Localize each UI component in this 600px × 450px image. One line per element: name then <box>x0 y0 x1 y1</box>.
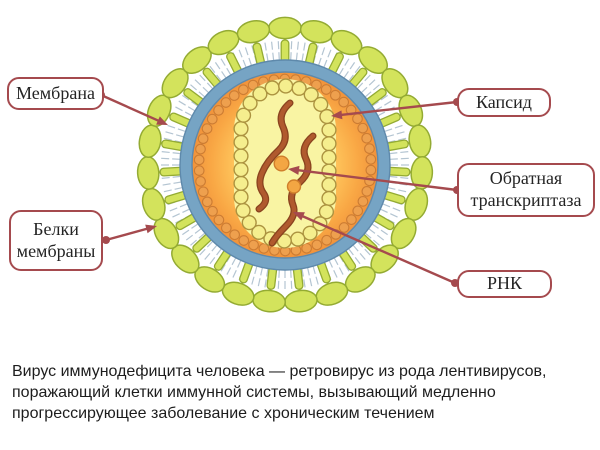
label-membrane: Мембрана <box>7 77 104 110</box>
label-reverse-transcriptase: Обратная транскриптаза <box>457 163 595 217</box>
label-membrane-proteins: Белки мембраны <box>9 210 103 271</box>
virus-diagram <box>97 16 461 313</box>
label-capsid: Капсид <box>457 88 551 117</box>
label-rna: РНК <box>457 270 552 298</box>
caption-text: Вирус иммунодефицита человека — ретровир… <box>12 363 547 423</box>
